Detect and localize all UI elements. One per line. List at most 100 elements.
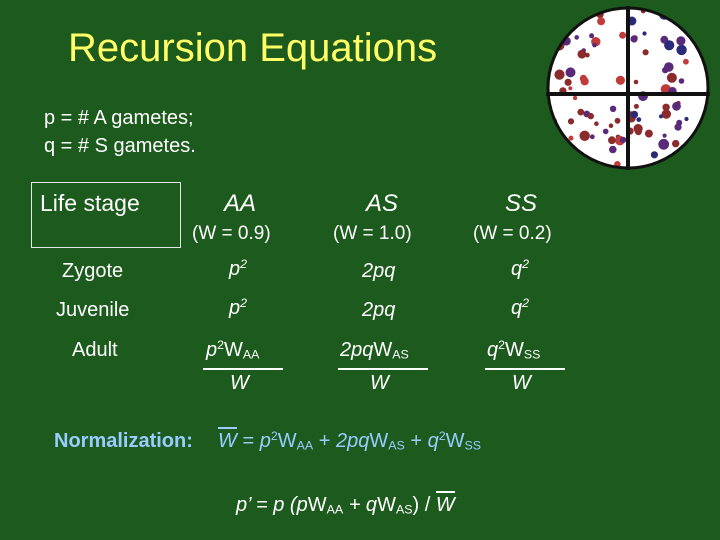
adult-as-numerator: 2pqWAS — [340, 339, 409, 362]
population-dot — [658, 138, 670, 150]
population-dot — [556, 144, 565, 153]
population-dot — [644, 129, 653, 138]
adult-aa-numerator: p2WAA — [206, 338, 260, 362]
population-dot — [684, 116, 689, 122]
population-dot — [549, 38, 558, 47]
juvenile-aa: p2 — [229, 296, 248, 319]
zygote-aa: p2 — [229, 257, 248, 280]
population-dot — [589, 134, 595, 140]
population-dot — [664, 40, 675, 51]
population-dot — [602, 128, 609, 135]
population-dot — [568, 135, 574, 141]
stage-juvenile: Juvenile — [56, 299, 130, 321]
population-dot — [661, 109, 671, 119]
population-dot — [672, 101, 681, 111]
population-dot — [609, 105, 617, 113]
adult-as-fraction-bar — [338, 368, 428, 370]
population-dot — [662, 103, 670, 112]
population-dot — [676, 36, 686, 46]
zygote-as: 2pq — [362, 260, 396, 282]
population-dot — [688, 143, 694, 149]
intro-line-q: q = # S gametes. — [44, 135, 196, 157]
adult-ss-denominator: W — [512, 372, 531, 394]
population-dot — [630, 35, 638, 43]
intro-definitions: p = # A gametes; q = # S gametes. — [44, 104, 196, 160]
population-dot — [666, 72, 677, 83]
update-wbar: W — [435, 491, 455, 517]
adult-ss-fraction-bar — [485, 368, 565, 370]
population-dot — [675, 11, 683, 19]
update-equation: p’ = p (pWAA + qWAS) / W — [236, 491, 455, 517]
genotype-aa-header: AA — [224, 190, 257, 217]
population-dot — [692, 146, 701, 155]
population-dot — [574, 35, 579, 40]
population-dot — [597, 17, 606, 26]
population-dot — [558, 8, 569, 18]
population-dot — [556, 23, 564, 31]
fitness-ss: (W = 0.2) — [473, 223, 552, 244]
normalization-wbar: W — [218, 427, 237, 453]
population-dot — [633, 103, 639, 109]
population-dot — [609, 145, 617, 154]
life-stage-label: Life stage — [40, 190, 140, 216]
normalization-equation: Normalization: W = p2WAA + 2pqWAS + q2WS… — [54, 427, 481, 453]
population-dot — [702, 49, 707, 54]
population-dot — [565, 67, 576, 78]
population-dot — [577, 49, 587, 59]
population-dot — [664, 62, 674, 72]
population-dot — [574, 157, 584, 167]
juvenile-as: 2pq — [362, 299, 396, 321]
population-dot — [561, 140, 567, 147]
genotype-as-header: AS — [366, 190, 399, 217]
population-dot — [554, 69, 565, 80]
population-dot — [636, 117, 642, 122]
normalization-label: Normalization: — [54, 430, 193, 452]
adult-aa-fraction-bar — [203, 368, 283, 370]
population-dot — [659, 114, 663, 119]
population-dot — [668, 161, 674, 167]
population-dot — [619, 136, 627, 144]
population-dot — [615, 75, 625, 85]
population-dot — [568, 86, 573, 91]
genotype-ss-header: SS — [505, 190, 538, 217]
population-dot — [569, 157, 578, 166]
population-dot — [587, 112, 594, 120]
population-dot — [554, 143, 565, 154]
population-dot — [572, 95, 578, 101]
intro-line-p: p = # A gametes; — [44, 107, 194, 129]
population-dot — [674, 123, 682, 131]
population-dot — [633, 124, 643, 134]
population-dot — [633, 79, 639, 85]
stage-adult: Adult — [72, 339, 118, 361]
population-dot — [630, 110, 639, 119]
population-dot — [689, 16, 695, 23]
population-dot — [567, 118, 575, 125]
juvenile-ss: q2 — [511, 296, 530, 319]
stage-zygote: Zygote — [62, 260, 124, 282]
population-dot — [594, 121, 599, 126]
population-dot — [564, 78, 572, 86]
population-dot — [592, 42, 597, 48]
population-dot — [619, 31, 627, 39]
page-title: Recursion Equations — [68, 26, 438, 70]
population-dot — [696, 141, 703, 148]
population-dot — [683, 58, 689, 65]
population-dot — [650, 151, 658, 159]
population-dot — [577, 108, 585, 116]
adult-as-denominator: W — [370, 372, 389, 394]
population-dot — [589, 8, 596, 14]
fitness-aa: (W = 0.9) — [192, 223, 271, 244]
population-dot — [678, 78, 685, 84]
population-dot — [608, 123, 614, 128]
population-circle-icon — [542, 2, 714, 174]
population-dot — [589, 33, 595, 39]
population-dot — [665, 9, 672, 16]
population-dot — [579, 130, 590, 141]
population-dot — [662, 133, 667, 138]
population-dot — [608, 136, 616, 145]
zygote-ss: q2 — [511, 257, 530, 280]
population-dot — [672, 139, 680, 148]
life-stage-header-box — [31, 182, 181, 248]
population-dot — [676, 44, 687, 56]
population-dot — [614, 117, 621, 124]
